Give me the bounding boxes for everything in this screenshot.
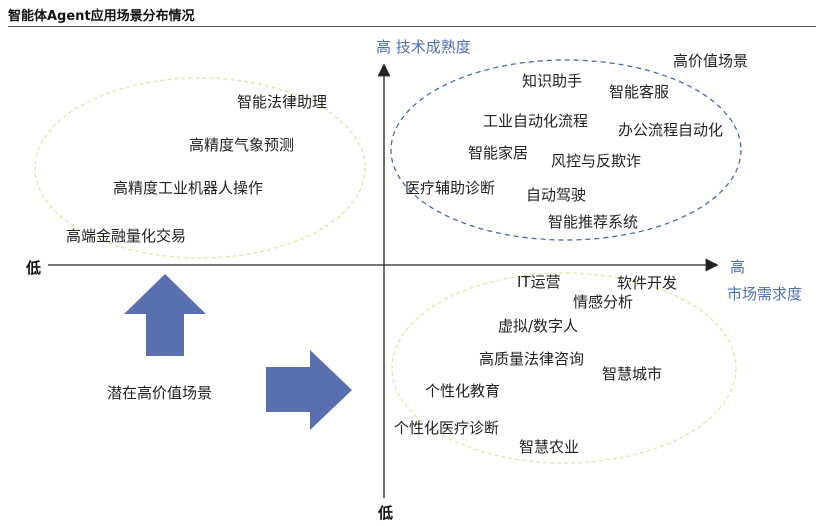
scenario-label: 智能家居: [468, 144, 529, 162]
x-axis-high-label: 高: [730, 258, 746, 276]
scenario-label: 工业自动化流程: [483, 112, 589, 130]
scenario-label: 办公流程自动化: [618, 121, 724, 139]
scenario-label: 知识助手: [522, 72, 583, 90]
top-right-ellipse: [390, 59, 742, 241]
scenario-label: 高价值场景: [673, 52, 749, 70]
scenario-label: 情感分析: [573, 293, 634, 311]
scenario-label: 高端金融量化交易: [66, 227, 187, 245]
scenario-label: 虚拟/数字人: [498, 317, 579, 335]
scenario-label: 智慧城市: [602, 365, 663, 383]
potential-high-value-label: 潜在高价值场景: [107, 384, 213, 402]
bottom-right-ellipse: [391, 272, 737, 464]
right-arrow-shape: [266, 350, 352, 430]
scenario-label: 高质量法律咨询: [479, 350, 585, 368]
scenario-label: 高精度工业机器人操作: [113, 179, 264, 197]
y-axis-high-label: 高 技术成熟度: [376, 38, 471, 56]
scenario-label: 个性化教育: [425, 382, 501, 400]
scenario-label: 智慧农业: [519, 438, 580, 456]
scenario-label: IT运营: [517, 273, 561, 291]
scenario-label: 软件开发: [617, 274, 678, 292]
scenario-label: 高精度气象预测: [189, 136, 295, 154]
top-left-ellipse: [34, 77, 366, 259]
scenario-label: 智能推荐系统: [548, 213, 639, 231]
chart-title: 智能体Agent应用场景分布情况: [8, 9, 195, 24]
y-axis-low-label: 低: [378, 504, 394, 522]
scenario-label: 医疗辅助诊断: [405, 179, 496, 197]
scenario-label: 自动驾驶: [526, 186, 587, 204]
scenario-label: 个性化医疗诊断: [394, 419, 500, 437]
x-axis-low-label: 低: [26, 259, 42, 277]
scenario-label: 风控与反欺诈: [551, 152, 642, 170]
scenario-label: 智能客服: [609, 83, 670, 101]
up-arrow-shape: [124, 274, 206, 356]
title-divider: [8, 26, 816, 27]
x-axis-title-label: 市场需求度: [727, 285, 803, 303]
scenario-label: 智能法律助理: [237, 93, 328, 111]
